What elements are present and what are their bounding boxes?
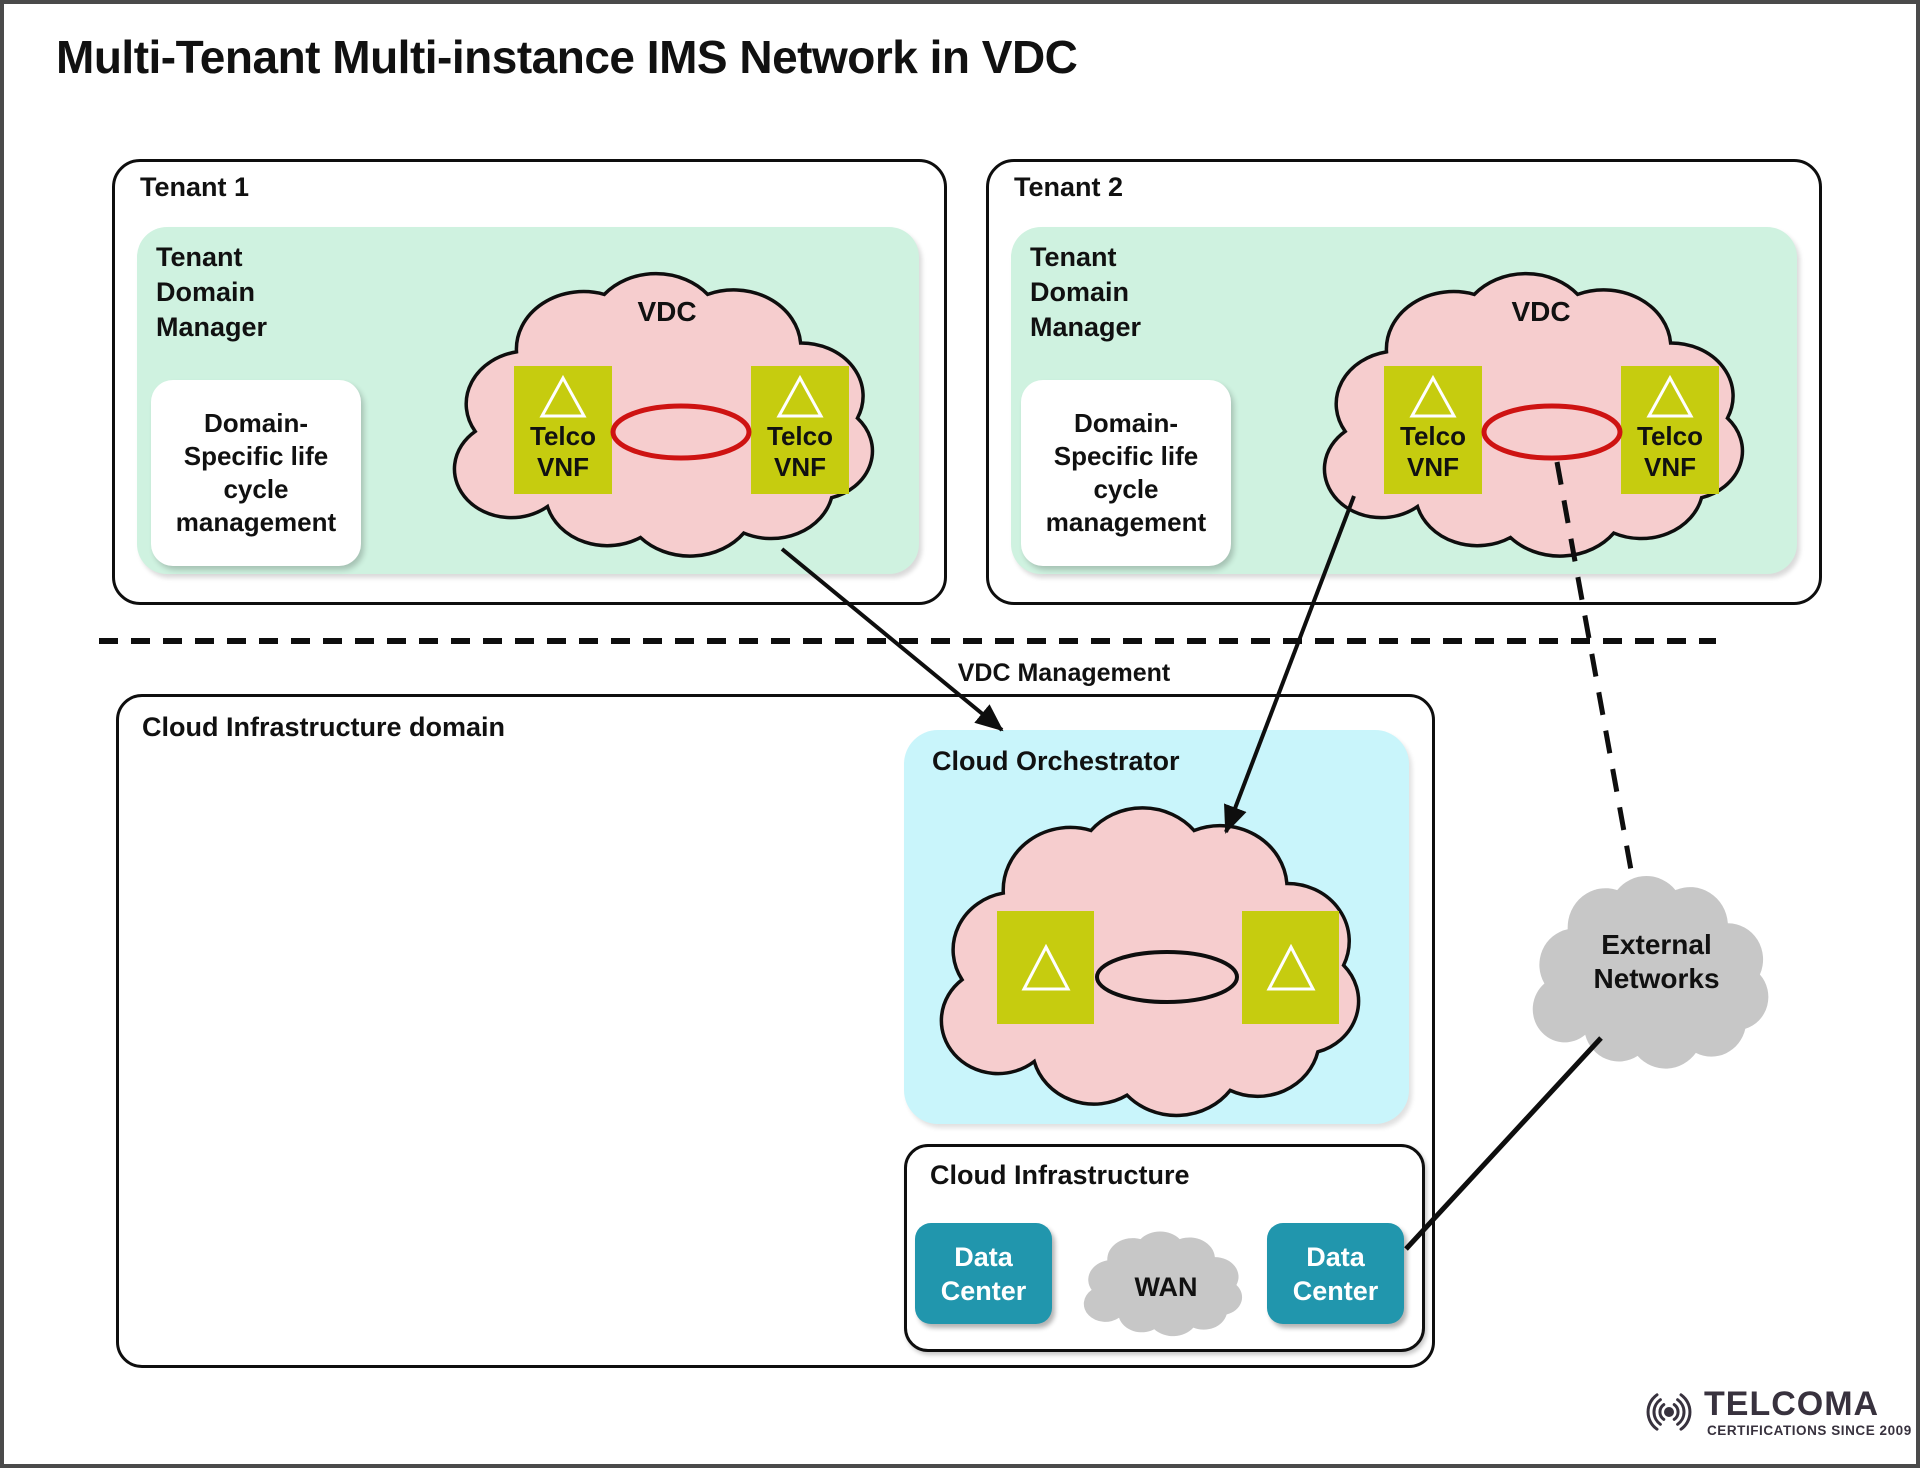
tenant-2-lifecycle-label: Domain- Specific life cycle management bbox=[1045, 408, 1207, 537]
tenant-2-lifecycle-box: Domain- Specific life cycle management bbox=[1021, 380, 1231, 566]
cloud-infrastructure-domain-label: Cloud Infrastructure domain bbox=[142, 712, 506, 742]
triangle-outline-icon bbox=[776, 375, 824, 418]
tenant-2-vnf-left-box: Telco VNF bbox=[1384, 366, 1482, 494]
tenant-1-lifecycle-box: Domain- Specific life cycle management bbox=[151, 380, 361, 566]
tenant-2-vnf-left-label: Telco VNF bbox=[1400, 421, 1466, 482]
triangle-outline-icon bbox=[1021, 943, 1070, 990]
tenant-2-domain-manager-label: Tenant Domain Manager bbox=[1030, 242, 1142, 342]
cloud-orchestrator-label: Cloud Orchestrator bbox=[932, 746, 1180, 776]
external-to-data-center-link bbox=[1404, 1036, 1603, 1251]
tenant-2-vnf-right-box: Telco VNF bbox=[1621, 366, 1719, 494]
orchestrator-vnf-right-box bbox=[1242, 911, 1339, 1024]
vdc-management-label: VDC Management bbox=[957, 659, 1171, 687]
cloud-infrastructure-label: Cloud Infrastructure bbox=[930, 1160, 1190, 1190]
tenant-1-vdc-cloud-label: VDC bbox=[637, 296, 697, 327]
wan-cloud-label: WAN bbox=[1134, 1272, 1198, 1302]
tenant-2-vdc-cloud-label: VDC bbox=[1511, 296, 1571, 327]
tenant-1-lifecycle-label: Domain- Specific life cycle management bbox=[175, 408, 337, 537]
tenant-1-label: Tenant 1 bbox=[140, 172, 250, 202]
triangle-outline-icon bbox=[1266, 943, 1315, 990]
data-center-left-label: Data Center bbox=[940, 1241, 1027, 1306]
logo-brand: TELCOMA bbox=[1704, 1385, 1880, 1423]
tenant-1-vnf-left-box: Telco VNF bbox=[514, 366, 612, 494]
triangle-outline-icon bbox=[1409, 375, 1457, 418]
radio-waves-icon bbox=[1646, 1393, 1692, 1431]
data-center-right-label: Data Center bbox=[1292, 1241, 1379, 1306]
logo-tagline: CERTIFICATIONS SINCE 2009 bbox=[1707, 1423, 1912, 1438]
tenant-1-vnf-right-box: Telco VNF bbox=[751, 366, 849, 494]
page-title: Multi-Tenant Multi-instance IMS Network … bbox=[56, 31, 1078, 83]
data-center-left-box: Data Center bbox=[915, 1223, 1052, 1324]
tenant-2-label: Tenant 2 bbox=[1014, 172, 1124, 202]
tenant-1-vnf-left-label: Telco VNF bbox=[530, 421, 596, 482]
tenant-1-domain-manager-label: Tenant Domain Manager bbox=[156, 242, 268, 342]
triangle-outline-icon bbox=[539, 375, 587, 418]
orchestrator-vnf-left-box bbox=[997, 911, 1094, 1024]
tenant-2-vnf-right-label: Telco VNF bbox=[1637, 421, 1703, 482]
triangle-outline-icon bbox=[1646, 375, 1694, 418]
data-center-right-box: Data Center bbox=[1267, 1223, 1404, 1324]
external-networks-label: External Networks bbox=[1593, 929, 1720, 994]
tenant-1-vnf-right-label: Telco VNF bbox=[767, 421, 833, 482]
